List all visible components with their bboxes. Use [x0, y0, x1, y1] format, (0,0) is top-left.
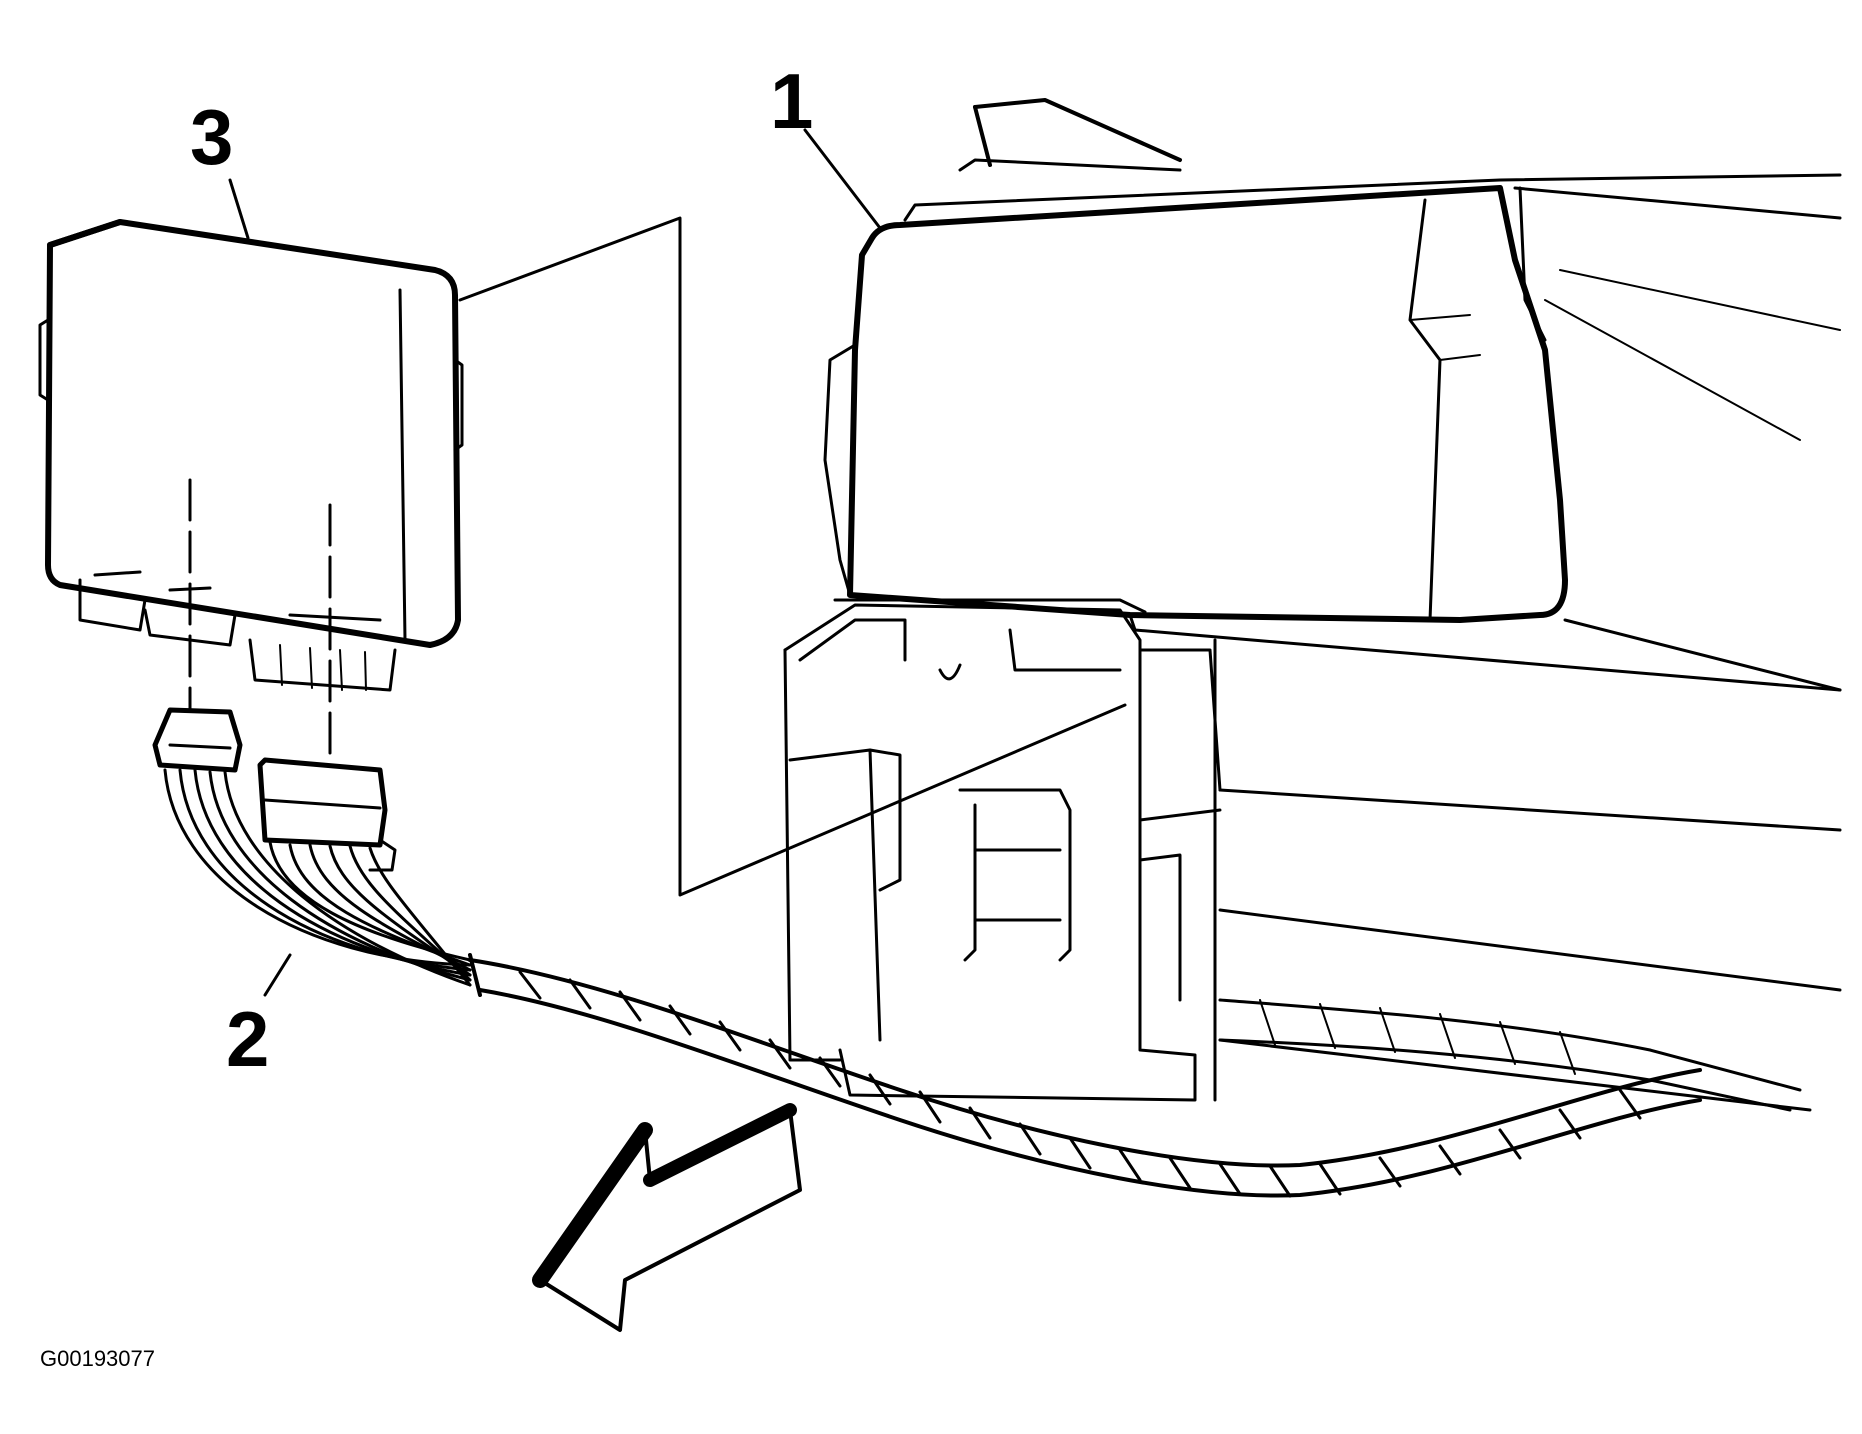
callout-2: 2 [226, 995, 270, 1083]
wiring-harness [468, 958, 1802, 1198]
explode-line [458, 216, 1127, 897]
leader-line-3 [228, 178, 250, 240]
leader-line-2 [263, 953, 292, 997]
figure-code: G00193077 [40, 1346, 155, 1371]
part-2-connectors [152, 707, 482, 997]
callout-1: 1 [770, 57, 814, 145]
part-3-module [38, 219, 464, 762]
callout-3: 3 [190, 93, 234, 181]
mounting-bracket [783, 603, 1842, 1112]
part-1-housing [823, 98, 1842, 692]
leader-lines [228, 128, 882, 997]
leader-line-1 [803, 128, 882, 230]
forward-arrow-icon [532, 1103, 802, 1332]
